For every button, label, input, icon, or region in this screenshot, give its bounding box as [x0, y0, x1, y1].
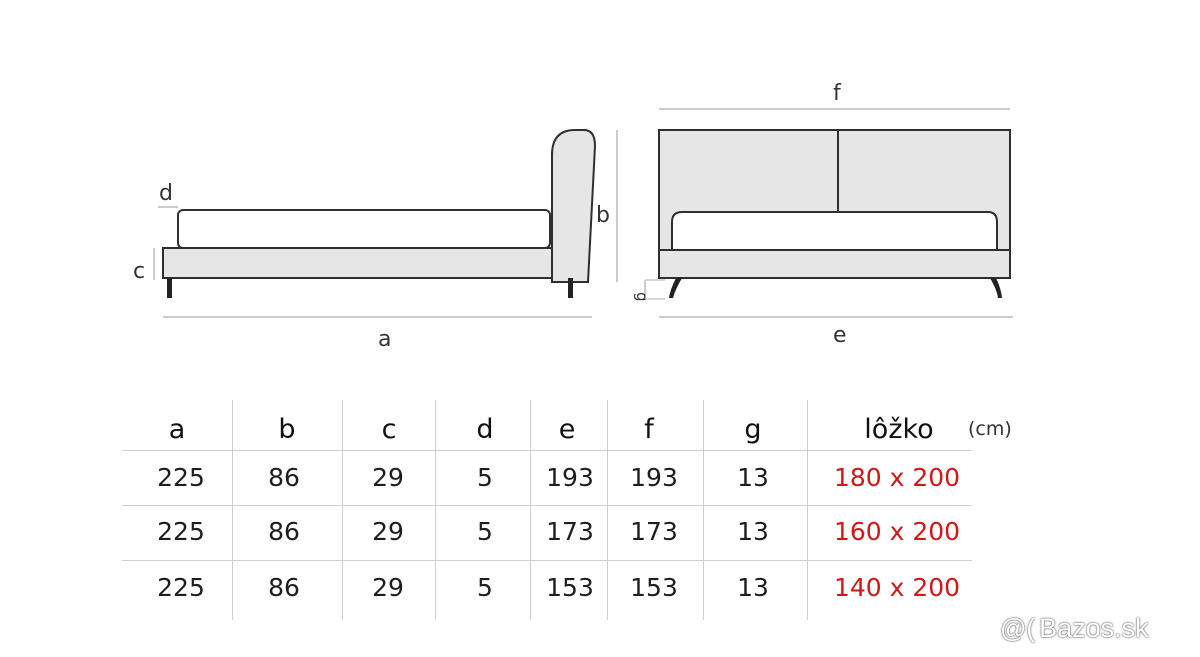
watermark-text: Bazos.sk — [1039, 612, 1149, 643]
dim-label-c: c — [133, 259, 145, 284]
cell-bed-size: 140 x 200 — [833, 573, 961, 602]
side-mattress — [177, 209, 551, 249]
cell-g: 13 — [737, 573, 769, 602]
dim-label-f: f — [833, 81, 842, 106]
cell-a: 225 — [157, 517, 205, 546]
cell-f: 193 — [630, 463, 678, 492]
row-divider — [122, 560, 972, 561]
header-b: b — [278, 414, 296, 445]
header-bed-size: lôžko — [864, 414, 934, 445]
dimension-table: a b c d e f g lôžko 225 86 29 5 193 193 … — [122, 400, 972, 620]
cell-b: 86 — [268, 517, 300, 546]
column-divider — [703, 400, 704, 620]
cell-f: 173 — [630, 517, 678, 546]
cell-c: 29 — [372, 573, 404, 602]
cell-c: 29 — [372, 463, 404, 492]
cell-bed-size: 160 x 200 — [833, 517, 961, 546]
bed-dimension-diagram: a c d b f e g — [133, 81, 1013, 352]
cell-d: 5 — [477, 573, 493, 602]
column-divider — [607, 400, 608, 620]
cell-bed-size: 180 x 200 — [833, 463, 961, 492]
cell-e: 173 — [546, 517, 594, 546]
front-frame — [658, 249, 1011, 279]
side-frame — [162, 247, 553, 279]
cell-b: 86 — [268, 573, 300, 602]
cell-f: 153 — [630, 573, 678, 602]
dim-label-d: d — [159, 181, 173, 206]
bed-front-view: f e g — [633, 81, 1013, 348]
header-g: g — [744, 414, 762, 445]
front-leg-right — [990, 278, 1002, 298]
header-c: c — [381, 414, 397, 445]
header-e: e — [558, 414, 576, 445]
header-a: a — [168, 414, 186, 445]
cell-a: 225 — [157, 463, 205, 492]
cell-d: 5 — [477, 463, 493, 492]
watermark: @( Bazos.sk — [1000, 610, 1149, 646]
dim-label-b: b — [596, 203, 610, 228]
cell-a: 225 — [157, 573, 205, 602]
column-divider — [807, 400, 808, 620]
column-divider — [342, 400, 343, 620]
front-mattress — [671, 211, 998, 251]
bed-side-view: a c d b — [133, 129, 618, 352]
side-headboard — [551, 129, 597, 283]
column-divider — [232, 400, 233, 620]
unit-label: (cm) — [968, 418, 1012, 440]
cell-e: 193 — [546, 463, 594, 492]
row-divider — [122, 505, 972, 506]
front-leg-left — [669, 278, 682, 298]
cell-e: 153 — [546, 573, 594, 602]
column-divider — [435, 400, 436, 620]
cell-g: 13 — [737, 463, 769, 492]
header-d: d — [476, 414, 494, 445]
side-leg-right — [568, 278, 573, 298]
dim-label-g: g — [633, 292, 651, 302]
dim-label-e: e — [833, 323, 847, 348]
column-divider — [530, 400, 531, 620]
header-f: f — [644, 414, 654, 445]
side-leg-left — [167, 278, 172, 298]
cell-g: 13 — [737, 517, 769, 546]
dim-label-a: a — [378, 327, 391, 352]
cell-b: 86 — [268, 463, 300, 492]
cell-c: 29 — [372, 517, 404, 546]
row-divider — [122, 450, 972, 451]
cell-d: 5 — [477, 517, 493, 546]
at-sign-icon: @( — [1000, 612, 1036, 643]
